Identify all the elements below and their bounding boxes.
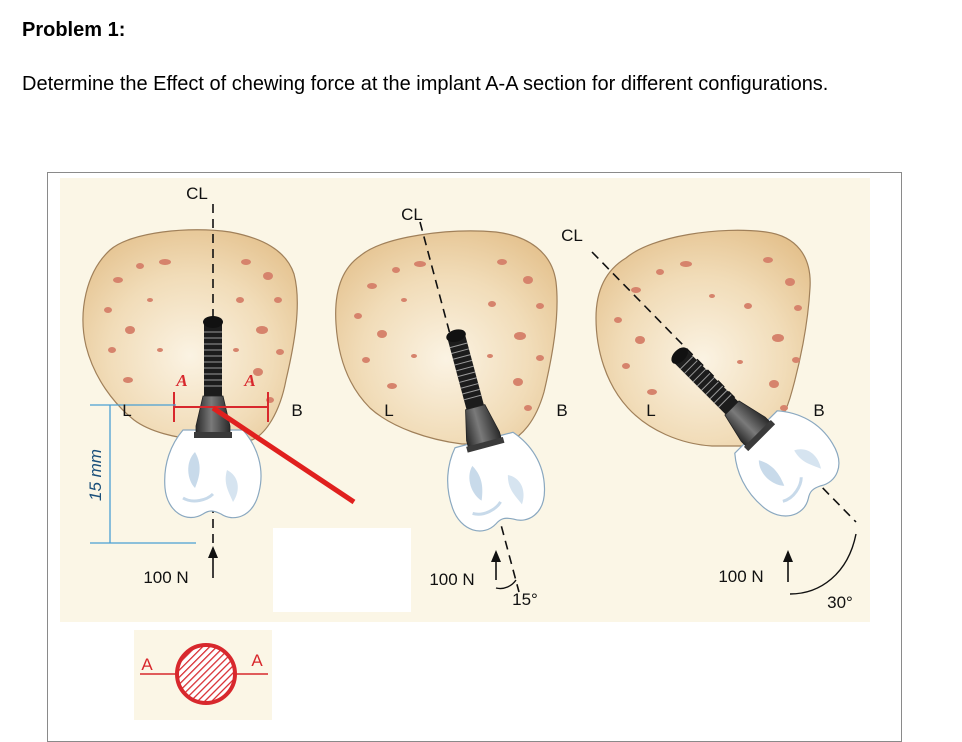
cl-label-1: CL [186,184,208,203]
panel-15-degrees: CL L B 100 N 15° [335,205,568,609]
angle-label-15: 15° [512,590,538,609]
section-label-a-left: A [175,371,187,390]
panel-vertical: 15 mm CL L B A A 100 N [82,184,356,587]
bone-pores-2 [354,259,544,411]
force-arrow-head-2 [491,550,501,562]
angle-arc-15 [495,579,517,590]
moment-arm-line [211,405,356,505]
problem-heading: Problem 1: [22,19,126,41]
bone-section-1 [82,229,298,441]
cl-label-3: CL [561,226,583,245]
l-label-2: L [384,401,393,420]
b-label-2: B [556,401,567,420]
hatched-cross-section [175,643,237,705]
section-aa-detail: A A [134,630,272,720]
bone-pores-1 [104,259,284,403]
section-detail-label-left: A [141,655,153,674]
angle-label-30: 30° [827,593,853,612]
force-label-2: 100 N [429,570,474,589]
angle-arc-30 [789,533,857,595]
problem-statement: Determine the Effect of chewing force at… [22,73,829,95]
center-line-3 [591,251,857,523]
center-line-2 [419,221,520,593]
b-label-3: B [813,401,824,420]
cl-label-2: CL [401,205,423,224]
force-label-3: 100 N [718,567,763,586]
section-detail-label-right: A [251,651,263,670]
blank-patch [273,528,411,612]
force-label-1: 100 N [143,568,188,587]
l-label-3: L [646,401,655,420]
panel-30-degrees: CL L B 100 N 30° [561,226,857,612]
force-arrow-head-3 [783,550,793,562]
section-label-a-right: A [243,371,255,390]
b-label-1: B [291,401,302,420]
dimension-label: 15 mm [86,449,105,501]
l-label-1: L [122,401,131,420]
force-arrow-head-1 [208,546,218,558]
